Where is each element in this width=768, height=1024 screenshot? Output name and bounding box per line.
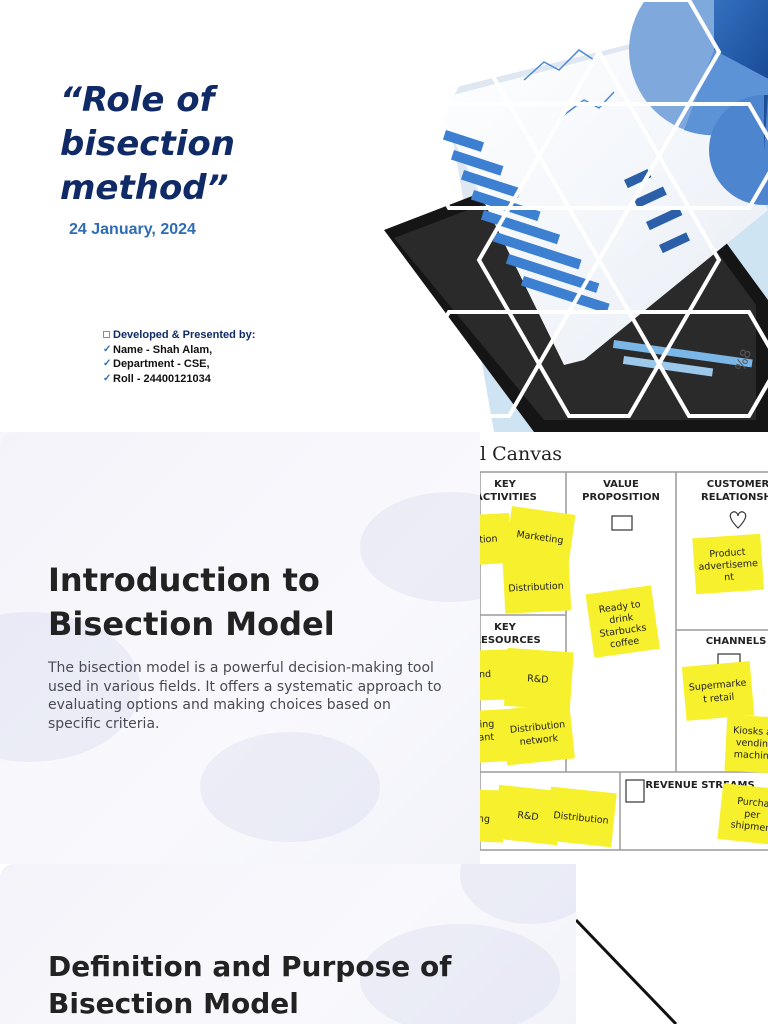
slide-background <box>0 432 540 864</box>
sticky-note-line: advertiseme <box>698 558 758 573</box>
sticky-note-line: per <box>744 809 761 822</box>
sticky-note: R&D <box>527 673 549 685</box>
decorative-blob <box>360 924 560 1024</box>
sticky-note-line: drink <box>609 612 635 626</box>
customer-relationships-heading-2: RELATIONSHIP <box>701 492 768 503</box>
coffee-machine-icon <box>611 515 633 531</box>
credits-department: Department - CSE, <box>113 358 210 370</box>
sticky-note-line: vendin <box>736 737 768 750</box>
checkmark-icon: ✓ <box>103 372 112 384</box>
sticky-note-line: machin <box>734 749 768 762</box>
credits-item: ✓ Department - CSE, <box>103 357 255 372</box>
value-proposition-heading-2: PROPOSITION <box>582 492 660 503</box>
credits-name: Name - Shah Alam, <box>113 343 213 356</box>
checkmark-icon: ✓ <box>103 343 112 355</box>
svg-text:%8: %8 <box>733 347 756 373</box>
canvas-header: l Canvas <box>480 443 562 465</box>
sticky-note-line: shipmen <box>730 819 768 834</box>
decorative-blob <box>200 732 380 842</box>
channels-heading: CHANNELS <box>706 636 767 647</box>
credits-roll: Roll - 24400121034 <box>113 372 211 385</box>
sticky-note-line: Supermarke <box>688 678 747 694</box>
sticky-note: tion <box>480 534 498 546</box>
sticky-note-line: network <box>519 733 559 748</box>
sticky-note: R&D <box>517 810 539 823</box>
credits-item: ✓ Roll - 24400121034 <box>103 372 255 387</box>
sticky-note-line: ling <box>480 719 495 731</box>
checkmark-icon: ✓ <box>103 358 112 369</box>
slide-background <box>0 864 600 1024</box>
key-activities-heading-2: ACTIVITIES <box>480 492 537 503</box>
credits-heading-row: Developed & Presented by: <box>103 328 255 343</box>
diagonal-line-graphic <box>576 864 768 1024</box>
square-bullet-icon <box>103 330 110 338</box>
sticky-note: Distribution <box>508 581 564 595</box>
sticky-note-line: nt <box>724 572 735 584</box>
slide-title: Definition and Purpose of Bisection Mode… <box>48 950 452 1020</box>
sticky-note: ng <box>480 814 490 825</box>
customer-relationships-heading: CUSTOMER <box>707 479 768 490</box>
key-activities-heading: KEY <box>494 479 517 490</box>
business-model-canvas-image: l Canvas KEY ACTIVITIES VALUE PROPOSITIO… <box>480 432 768 864</box>
sticky-note-line: Purcha <box>737 796 768 810</box>
credits-item: ✓ Name - Shah Alam, <box>103 343 255 358</box>
credits-heading: Developed & Presented by: <box>113 329 256 341</box>
sticky-note: nd <box>480 669 491 680</box>
value-proposition-heading: VALUE <box>603 479 639 490</box>
sticky-note-line: Product <box>709 547 746 561</box>
sticky-note-line: Kiosks a <box>733 725 768 738</box>
sticky-note-line: coffee <box>609 636 640 651</box>
register-icon <box>625 779 645 803</box>
heart-icon <box>729 511 747 529</box>
sticky-note-line: t retail <box>703 692 735 706</box>
presentation-title: “Role of bisection method” <box>60 80 235 208</box>
presentation-date: 24 January, 2024 <box>69 221 196 238</box>
tablet-charts-illustration: %8 <box>384 0 768 432</box>
intro-slide: Introduction to Bisection Model The bise… <box>0 432 768 864</box>
slide-body: The bisection model is a powerful decisi… <box>48 660 442 733</box>
definition-slide: Definition and Purpose of Bisection Mode… <box>0 864 768 1024</box>
pie-chart-graphic <box>629 0 768 205</box>
revenue-streams-heading: REVENUE STREAMS <box>645 780 754 791</box>
key-resources-heading: KEY <box>494 622 517 633</box>
sticky-note-line: ant <box>480 732 495 744</box>
slide-title: Introduction to Bisection Model <box>48 561 335 643</box>
key-resources-heading-2: RESOURCES <box>480 635 541 646</box>
title-slide: “Role of bisection method” 24 January, 2… <box>0 0 768 432</box>
credits-block: Developed & Presented by: ✓ Name - Shah … <box>103 328 255 386</box>
